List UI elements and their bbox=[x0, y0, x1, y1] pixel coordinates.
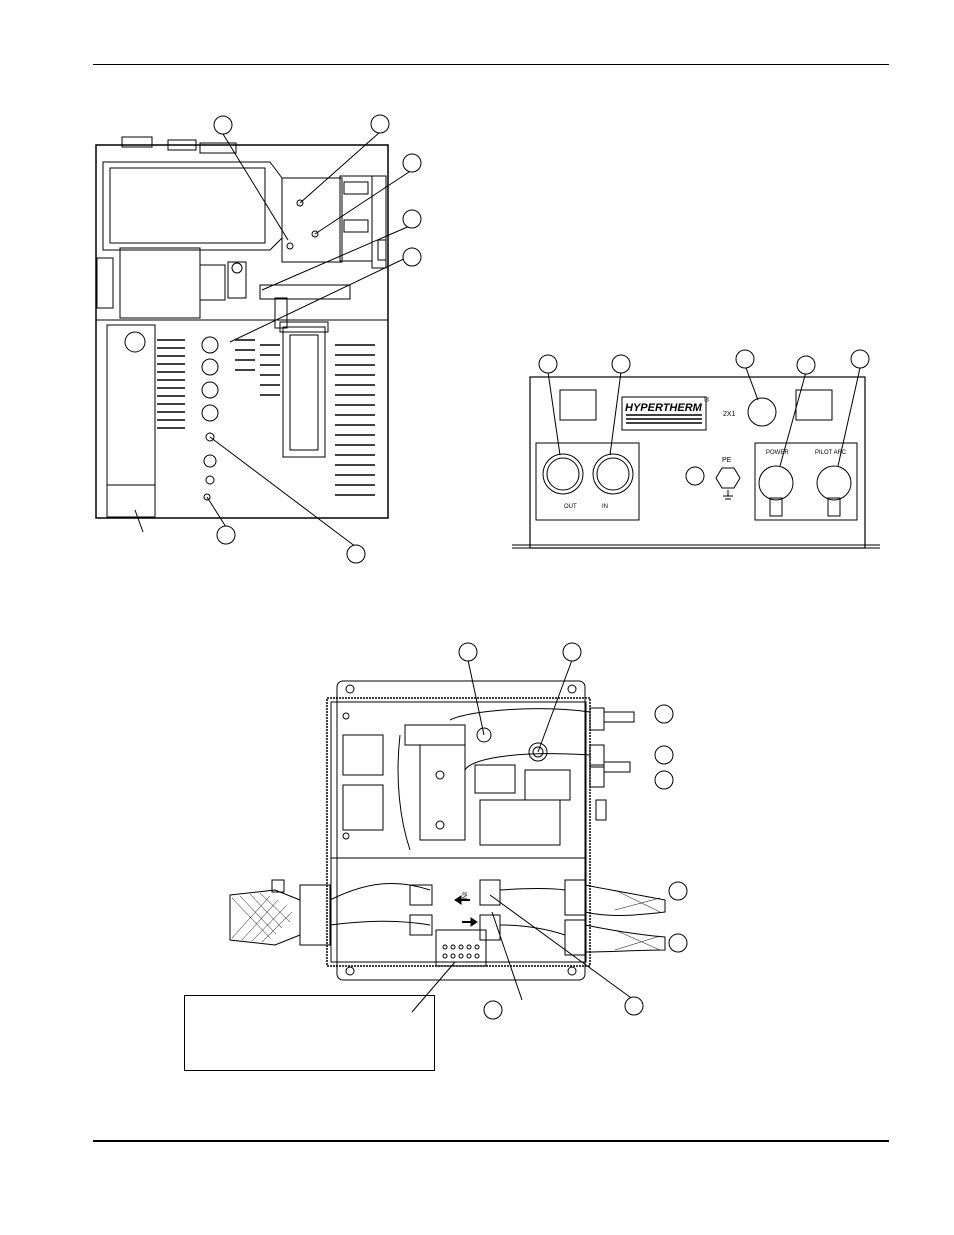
vent-slots-left bbox=[157, 339, 280, 429]
in-label: IN bbox=[602, 504, 608, 510]
power-label: POWER bbox=[766, 450, 789, 456]
callouts-top-left bbox=[134, 114, 422, 564]
brand-stripes bbox=[626, 414, 702, 424]
callout-circle bbox=[402, 247, 422, 267]
pilot-arc-label: PILOT ARC bbox=[815, 450, 847, 456]
footer-rule bbox=[93, 1140, 889, 1142]
callouts-top-right bbox=[538, 349, 870, 486]
registered-mark: ® bbox=[704, 396, 710, 404]
power-supply-interior-drawing bbox=[95, 136, 389, 519]
callout-circle bbox=[213, 115, 233, 135]
callout-circle bbox=[562, 642, 582, 662]
callout-circle bbox=[538, 354, 558, 374]
brand-logo: HYPERTHERM bbox=[625, 402, 703, 414]
callout-circle bbox=[685, 466, 705, 486]
callouts-bottom bbox=[411, 642, 688, 1020]
console-interior-drawing bbox=[229, 680, 666, 981]
callout-circle bbox=[611, 354, 631, 374]
callout-circle bbox=[216, 525, 236, 545]
callout-circle bbox=[850, 349, 870, 369]
in-marking: IN bbox=[460, 892, 467, 899]
callout-circle bbox=[654, 745, 674, 765]
front-panel-drawing bbox=[512, 376, 880, 549]
callout-circle bbox=[654, 770, 674, 790]
vent-slots-right bbox=[335, 344, 375, 496]
header-rule bbox=[93, 64, 889, 65]
callout-circle bbox=[402, 153, 422, 173]
callout-circle bbox=[483, 1000, 503, 1020]
note-box bbox=[184, 995, 435, 1071]
out-label: OUT bbox=[564, 504, 577, 510]
callout-circle bbox=[668, 881, 688, 901]
callout-circle bbox=[654, 704, 674, 724]
panel-code-label: 2X1 bbox=[723, 411, 736, 418]
ground-symbol-icon bbox=[723, 490, 733, 500]
callout-circle bbox=[402, 209, 422, 229]
callout-circle bbox=[735, 349, 755, 369]
pe-label: PE bbox=[722, 457, 732, 464]
callout-circle bbox=[668, 933, 688, 953]
callout-circle bbox=[624, 996, 644, 1016]
callout-circle bbox=[370, 114, 390, 134]
callout-circle bbox=[796, 355, 816, 375]
hose-mesh-pattern bbox=[231, 889, 661, 951]
callout-circle bbox=[458, 642, 478, 662]
callout-circle bbox=[346, 544, 366, 564]
